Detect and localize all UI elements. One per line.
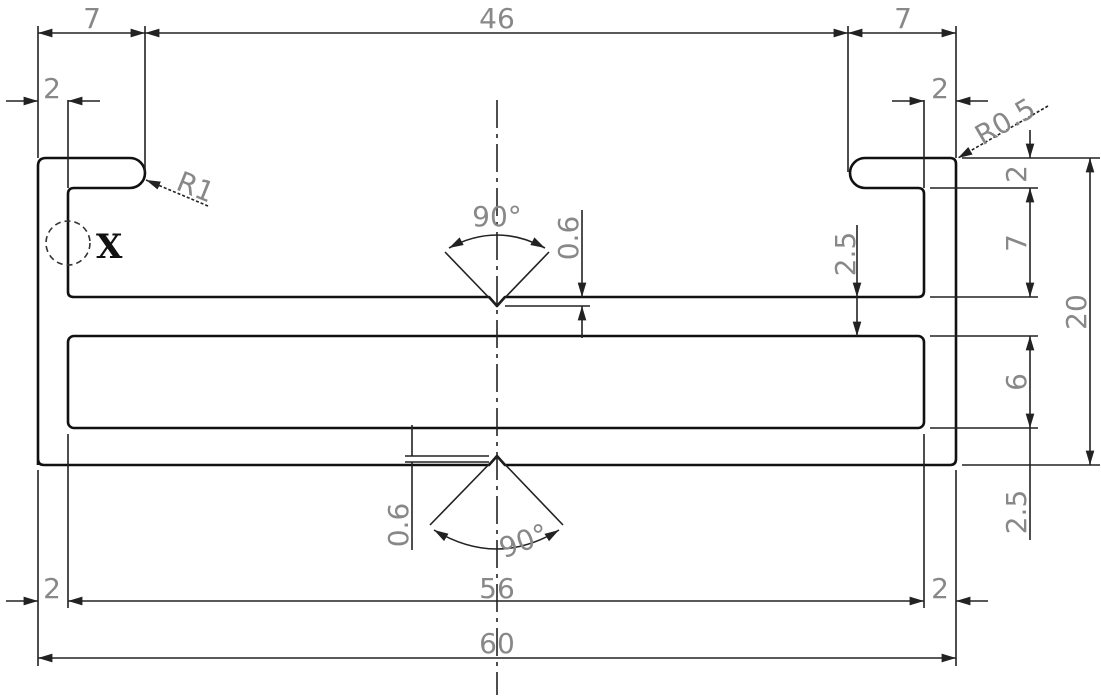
dim-notch-depth-bottom: 0.6 xyxy=(382,503,415,548)
dim-bottom-right-wall: 2 xyxy=(931,572,949,605)
dim-bottom-left-wall: 2 xyxy=(43,572,61,605)
dim-top-opening: 46 xyxy=(479,2,515,35)
dim-right-base: 2.5 xyxy=(1000,490,1033,535)
dim-right-wall: 2 xyxy=(931,72,949,105)
bottom-dimensions xyxy=(6,434,988,666)
dim-angle-bottom: 90° xyxy=(495,517,553,565)
detail-circle xyxy=(45,220,91,266)
dim-notch-depth-top: 0.6 xyxy=(552,216,585,261)
dim-right-slot: 6 xyxy=(1000,373,1033,391)
profile-outline xyxy=(36,156,958,467)
right-dimensions xyxy=(930,130,1100,540)
top-dimensions xyxy=(37,26,957,172)
dim-slot-radius: R1 xyxy=(172,165,219,210)
dim-angle-top: 90° xyxy=(472,200,522,233)
inner-slot xyxy=(66,334,926,430)
dim-top-right-width: 7 xyxy=(894,2,912,35)
dim-top-left-width: 7 xyxy=(83,2,101,35)
dim-inner-width: 56 xyxy=(479,572,515,605)
dim-right-lip: 2 xyxy=(1000,165,1033,183)
dim-left-wall: 2 xyxy=(43,72,61,105)
dim-right-cavity: 7 xyxy=(1000,234,1033,252)
detail-marker: X xyxy=(96,227,123,267)
dim-total-height: 20 xyxy=(1060,294,1093,330)
dim-total-width: 60 xyxy=(479,627,515,660)
dim-web-gap: 2.5 xyxy=(829,232,862,277)
